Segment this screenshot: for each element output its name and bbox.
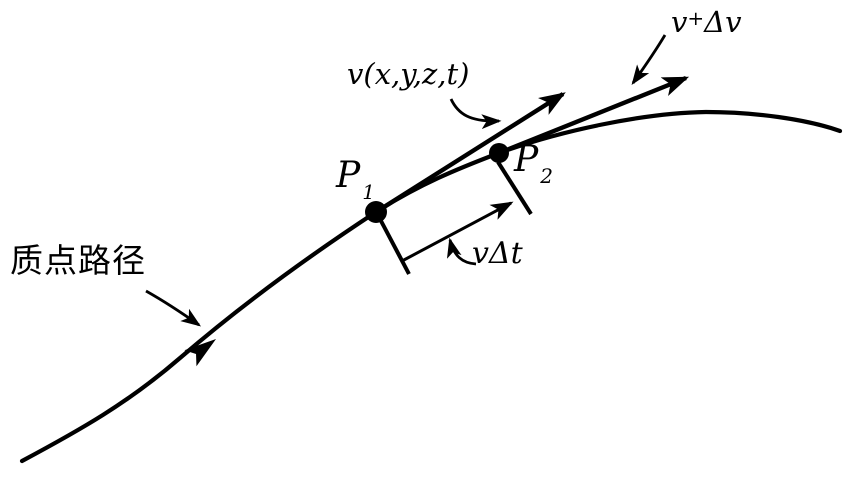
displacement-tick-p2	[496, 160, 533, 216]
displacement-tick-p1	[378, 218, 411, 275]
p1-base: P	[336, 155, 361, 196]
vdv-delta-v: Δv	[704, 5, 742, 39]
velocity-plus-delta-label: v+Δv	[671, 8, 741, 37]
displacement-arrow	[401, 201, 514, 263]
particle-path-curve	[19, 109, 843, 464]
v-plus-dv-label-arrow	[631, 34, 667, 86]
displacement-label: vΔt	[472, 236, 523, 271]
velocity-vector-v-plus-dv	[498, 75, 690, 156]
p1-subscript: 1	[362, 180, 375, 204]
point-p1	[365, 201, 387, 223]
path-direction-arrowhead	[184, 339, 216, 367]
velocity-function-label: v(x,y,z,t)	[347, 57, 470, 91]
v-dt-label-arrow	[446, 237, 477, 266]
vdv-plus: +	[687, 6, 705, 30]
velocity-vector-v	[374, 92, 566, 214]
p2-subscript: 2	[540, 164, 553, 188]
particle-path-label-arrow	[145, 289, 202, 327]
vdv-v: v	[671, 5, 688, 39]
velocity-label-arrow	[449, 98, 502, 130]
particle-path-label: 质点路径	[10, 244, 146, 280]
point-p2	[489, 143, 509, 163]
p2-base: P	[514, 139, 539, 180]
